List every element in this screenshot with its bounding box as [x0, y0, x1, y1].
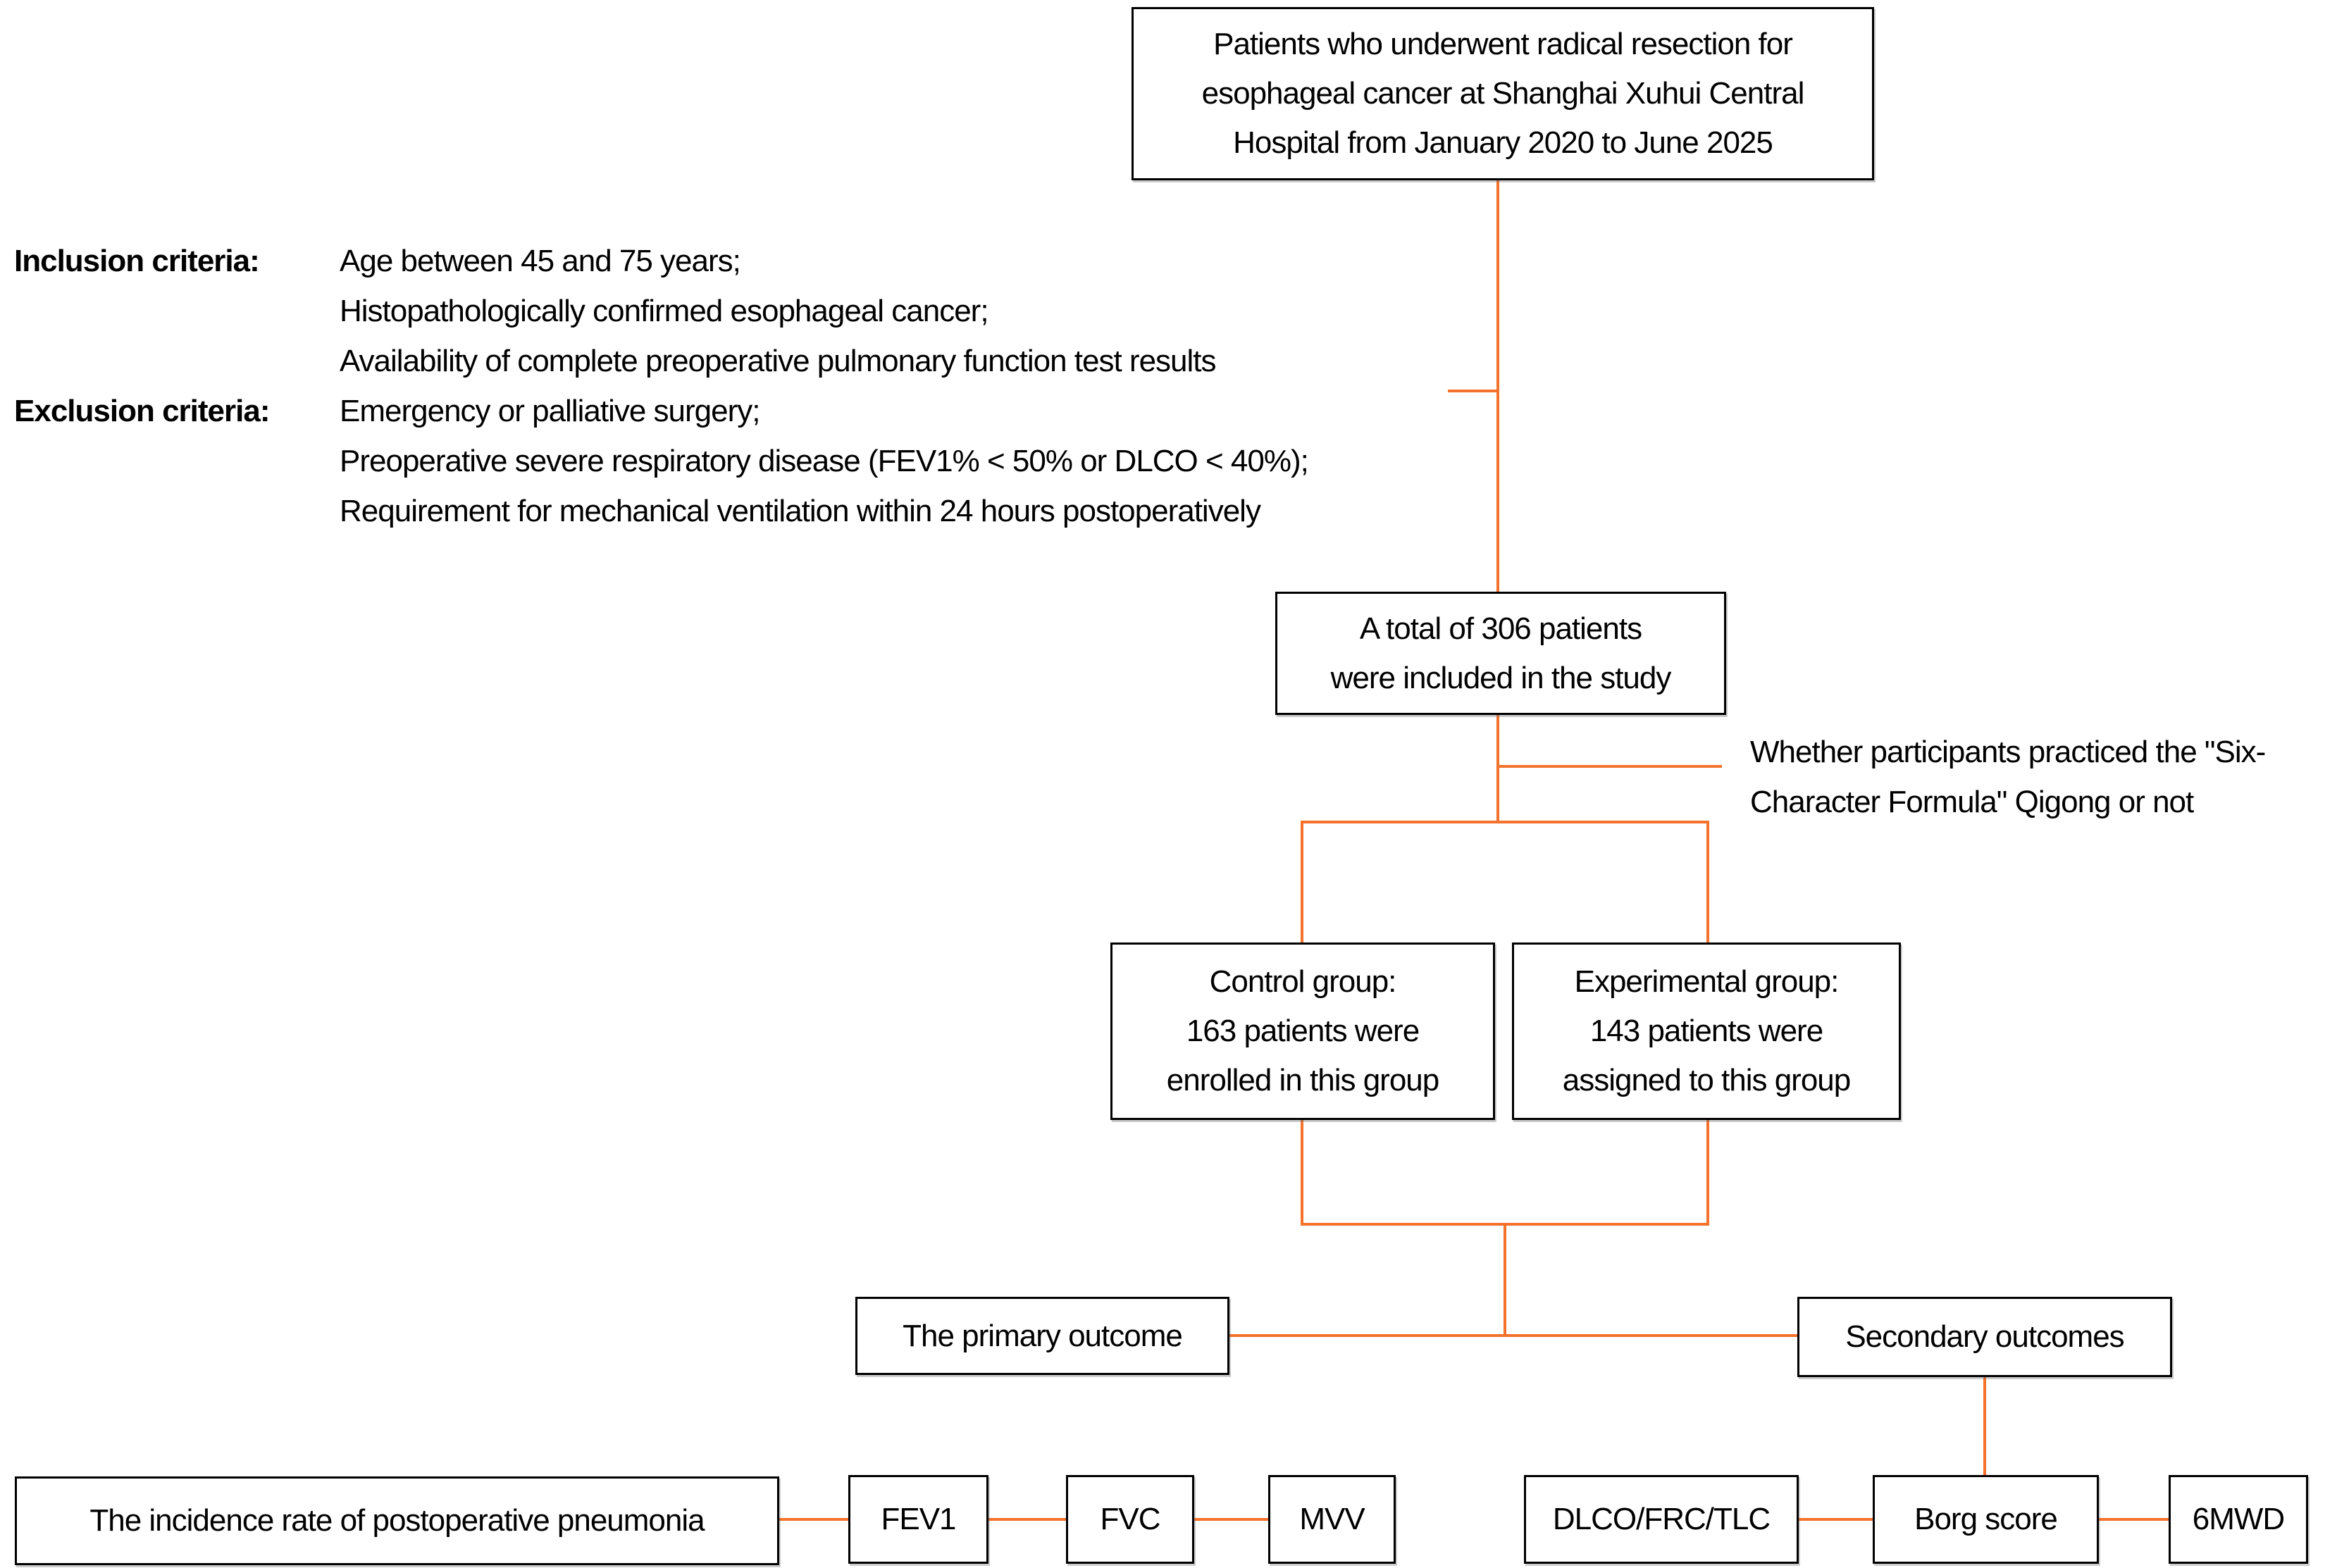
measure-label: FVC — [1100, 1502, 1161, 1536]
connector-split-horizontal — [1301, 821, 1709, 823]
measure-box-mvv: MVV — [1268, 1475, 1396, 1564]
enrollment-box-line: were included in the study — [1330, 660, 1672, 695]
exclusion-criteria-label: Exclusion criteria: — [14, 394, 270, 428]
measure-label: DLCO/FRC/TLC — [1552, 1502, 1771, 1536]
measure-label: The incidence rate of postoperative pneu… — [89, 1503, 705, 1538]
experimental-group-line: Experimental group: — [1574, 964, 1840, 999]
grouping-note-line: Whether participants practiced the "Six- — [1750, 735, 2266, 769]
control-group-line: 163 patients were — [1186, 1014, 1420, 1048]
connector-control-down — [1301, 1120, 1303, 1226]
experimental-group-line: 143 patients were — [1589, 1014, 1823, 1048]
measure-box-borg-score: Borg score — [1873, 1475, 2099, 1564]
measure-label: FEV1 — [881, 1502, 956, 1536]
connector-fvc-mvv — [1194, 1518, 1268, 1521]
inclusion-criteria-item: Availability of complete preoperative pu… — [340, 344, 1217, 378]
secondary-outcomes-box: Secondary outcomes — [1797, 1297, 2172, 1377]
measure-label: 6MWD — [2192, 1502, 2285, 1536]
population-box-line: Patients who underwent radical resection… — [1213, 27, 1793, 61]
grouping-note-line: Character Formula" Qigong or not — [1750, 785, 2194, 819]
population-box-line: Hospital from January 2020 to June 2025 — [1233, 125, 1773, 160]
connector-outcomes-horizontal — [1229, 1334, 1797, 1337]
enrollment-box-line: A total of 306 patients — [1359, 611, 1642, 646]
inclusion-criteria-row: Inclusion criteria: Age between 45 and 7… — [14, 236, 1308, 386]
enrollment-box: A total of 306 patients were included in… — [1275, 592, 1726, 715]
exclusion-criteria-item: Preoperative severe respiratory disease … — [340, 444, 1309, 478]
measure-label: Borg score — [1914, 1502, 2058, 1536]
exclusion-criteria-item: Requirement for mechanical ventilation w… — [340, 494, 1261, 528]
control-group-line: enrolled in this group — [1166, 1063, 1439, 1097]
exclusion-criteria-row: Exclusion criteria: Emergency or palliat… — [14, 386, 1309, 536]
population-box: Patients who underwent radical resection… — [1132, 7, 1874, 180]
measure-box-pneumonia: The incidence rate of postoperative pneu… — [15, 1476, 779, 1565]
control-group-line: Control group: — [1209, 964, 1397, 999]
control-group-box: Control group: 163 patients were enrolle… — [1110, 942, 1495, 1120]
secondary-outcomes-label: Secondary outcomes — [1845, 1319, 2124, 1354]
connector-population-to-enrollment — [1496, 180, 1499, 592]
exclusion-criteria-items: Emergency or palliative surgery; Preoper… — [340, 386, 1309, 536]
measure-box-fev1: FEV1 — [848, 1475, 988, 1564]
connector-split-to-control — [1301, 821, 1303, 945]
connector-borg-6mwd — [2099, 1518, 2169, 1521]
population-box-line: esophageal cancer at Shanghai Xuhui Cent… — [1201, 76, 1805, 111]
connector-pneumonia-fev1 — [779, 1518, 848, 1521]
inclusion-criteria-item: Age between 45 and 75 years; — [340, 244, 741, 278]
connector-dlco-borg — [1799, 1518, 1873, 1521]
connector-enrollment-to-split — [1496, 715, 1499, 823]
connector-fev1-fvc — [988, 1518, 1066, 1521]
connector-experimental-down — [1706, 1120, 1709, 1226]
primary-outcome-box: The primary outcome — [855, 1297, 1229, 1375]
primary-outcome-label: The primary outcome — [903, 1318, 1183, 1353]
measure-box-dlco-frc-tlc: DLCO/FRC/TLC — [1524, 1475, 1799, 1564]
experimental-group-line: assigned to this group — [1562, 1063, 1852, 1097]
grouping-note: Whether participants practiced the "Six-… — [1750, 727, 2266, 827]
inclusion-criteria-item: Histopathologically confirmed esophageal… — [340, 294, 989, 328]
inclusion-criteria-items: Age between 45 and 75 years; Histopathol… — [340, 236, 1217, 386]
connector-join-to-outcomes — [1504, 1223, 1506, 1337]
eligibility-criteria: Inclusion criteria: Age between 45 and 7… — [14, 236, 1309, 536]
experimental-group-box: Experimental group: 143 patients were as… — [1512, 942, 1901, 1120]
connector-criteria-stub — [1448, 390, 1499, 392]
exclusion-criteria-item: Emergency or palliative surgery; — [340, 394, 760, 428]
measure-box-fvc: FVC — [1066, 1475, 1194, 1564]
connector-split-to-experimental — [1706, 821, 1709, 945]
inclusion-criteria-label: Inclusion criteria: — [14, 244, 260, 278]
measure-label: MVV — [1299, 1502, 1365, 1536]
connector-grouping-note-stub — [1498, 765, 1722, 768]
connector-secondary-to-borg — [1983, 1377, 1986, 1476]
measure-box-6mwd: 6MWD — [2169, 1475, 2308, 1564]
